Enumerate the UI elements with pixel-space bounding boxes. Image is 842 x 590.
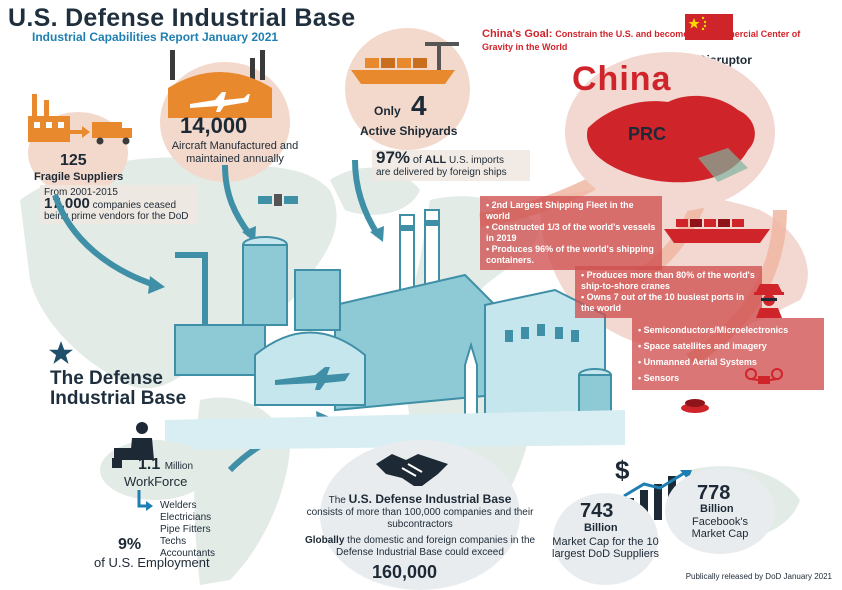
shipyards-number: 4	[411, 90, 427, 121]
fb-market-circle	[665, 468, 775, 554]
china-flag-icon	[685, 14, 733, 40]
tech-facts-panel: Semiconductors/Microelectronics Space sa…	[632, 318, 824, 390]
imports-text2: are delivered by foreign ships	[376, 167, 507, 178]
factory-icon	[28, 94, 132, 145]
dod-market-circle	[553, 493, 658, 585]
shipyards-prefix: Only	[374, 104, 401, 118]
page-subtitle: Industrial Capabilities Report January 2…	[32, 30, 279, 44]
imports-of: of	[412, 154, 422, 166]
employment-percent: 9%	[118, 536, 142, 553]
truck-icon	[92, 122, 132, 145]
shipping-fact: Constructed 1/3 of the world's vessels i…	[486, 222, 656, 244]
spy-icon	[754, 284, 784, 318]
summary-text: consists of more than 100,000 companies …	[306, 507, 534, 530]
workforce-label: WorkForce	[124, 474, 188, 489]
summary-block: The U.S. Defense Industrial Base consist…	[300, 493, 540, 559]
job-item: Pipe Fitters	[160, 524, 211, 535]
shipping-facts-panel: 2nd Largest Shipping Fleet in the world …	[480, 196, 662, 270]
job-item: Accountants	[160, 548, 216, 559]
imports-box: 97% of ALL U.S. imports are delivered by…	[372, 148, 530, 181]
port-facts-panel: Produces more than 80% of the world's sh…	[575, 266, 762, 318]
summary-global-number: 160,000	[372, 562, 438, 582]
job-item: Electricians	[160, 512, 212, 523]
dod-market-number: 743	[580, 500, 614, 522]
shipping-fact: Produces 96% of the world's shipping con…	[486, 244, 656, 266]
shipyards-circle	[345, 28, 470, 150]
summary-global-text: the domestic and foreign companies in th…	[336, 535, 536, 558]
port-fact: Produces more than 80% of the world's sh…	[581, 270, 756, 292]
imports-all: ALL	[424, 154, 447, 166]
drone-icon	[745, 368, 783, 384]
fb-market-label: Facebook's Market Cap	[691, 516, 749, 540]
star-icon	[49, 341, 73, 364]
page-title: U.S. Defense Industrial Base	[8, 4, 356, 32]
aircraft-label: Aircraft Manufactured and maintained ann…	[171, 140, 299, 165]
port-fact: Owns 7 out of the 10 busiest ports in th…	[581, 292, 756, 314]
workforce-line: 1.1 Million	[138, 456, 193, 474]
suppliers-label: Fragile Suppliers	[34, 171, 124, 183]
summary-name: U.S. Defense Industrial Base	[348, 492, 512, 506]
summary-global-bold: Globally	[304, 535, 345, 546]
imports-text1: U.S. imports	[448, 155, 504, 166]
aircraft-number: 14,000	[180, 113, 248, 138]
dib-label-line2: Industrial Base	[50, 388, 187, 409]
job-item: Welders	[160, 500, 197, 511]
suppliers-number: 125	[60, 152, 87, 169]
china-map-icon	[586, 95, 755, 183]
airplane-hangar-icon	[168, 50, 272, 118]
prime-vendors-range: From 2001-2015	[44, 187, 118, 198]
workforce-number: 1.1	[138, 456, 161, 473]
summary-pre: The	[328, 495, 346, 506]
dollar-icon: $	[615, 455, 630, 483]
workforce-unit: Million	[164, 461, 194, 472]
china-code: PRC	[628, 124, 667, 144]
china-name: China	[572, 60, 672, 98]
ship-icon	[351, 42, 459, 84]
fb-market-unit: Billion	[700, 503, 734, 515]
shipping-fact: 2nd Largest Shipping Fleet in the world	[486, 200, 656, 222]
dod-market-unit: Billion	[584, 522, 618, 534]
handshake-icon	[376, 454, 448, 486]
dib-label-line1: The Defense	[50, 368, 163, 389]
defense-industrial-complex-illustration	[165, 209, 625, 450]
job-list: Welders Electricians Pipe Fitters Techs …	[160, 500, 215, 560]
cargo-ship-icon	[664, 219, 770, 243]
satellite-icon	[258, 194, 298, 206]
dollar-symbol-text: $	[615, 455, 630, 483]
china-goal: China's Goal: Constrain the U.S. and bec…	[482, 28, 812, 54]
prime-vendors-text: companies ceased being prime vendors for…	[44, 200, 189, 222]
arrow-icon	[137, 490, 153, 511]
shipyards-label: Active Shipyards	[360, 124, 458, 138]
job-item: Techs	[160, 536, 187, 547]
sensor-icon	[681, 399, 709, 413]
tech-fact: Sensors	[638, 370, 818, 386]
crane-icon	[425, 42, 459, 78]
china-goal-label: China's Goal:	[482, 28, 553, 40]
dod-market-label: Market Cap for the 10 largest DoD Suppli…	[552, 536, 659, 560]
tech-fact: Unmanned Aerial Systems	[638, 354, 818, 370]
tech-fact: Space satellites and imagery	[638, 338, 818, 354]
imports-percent: 97%	[376, 148, 411, 167]
china-goal-text: Constrain the U.S. and become the Commer…	[482, 29, 801, 52]
employment-label: of U.S. Employment	[94, 555, 210, 570]
businessman-icon	[112, 422, 154, 468]
footer-note: Publically released by DoD January 2021	[685, 572, 832, 581]
fb-market-number: 778	[697, 482, 731, 504]
tech-fact: Semiconductors/Microelectronics	[638, 322, 818, 338]
